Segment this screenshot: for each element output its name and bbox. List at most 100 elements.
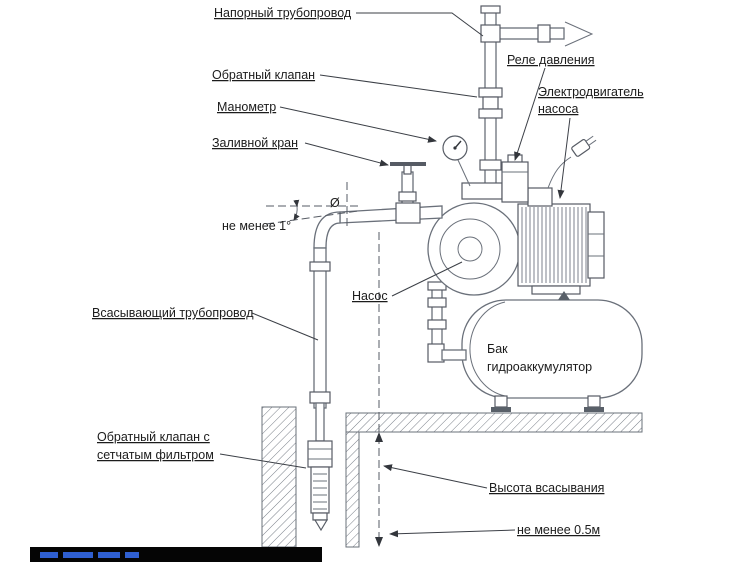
label-suction-pipe: Всасывающий трубопровод	[92, 306, 254, 320]
dimension-lines	[265, 182, 383, 547]
foot-valve-strainer	[307, 440, 333, 532]
well-pipe	[315, 402, 325, 442]
motor-fins	[521, 207, 587, 283]
suction-union-1	[309, 261, 331, 272]
label-min-angle: не менее 1°	[222, 219, 291, 233]
gauge-pivot	[453, 146, 457, 150]
diagram-labels: Напорный трубопровод Обратный клапан Ман…	[92, 6, 644, 537]
outlet-union	[537, 24, 551, 43]
dim-arrow-down	[375, 537, 383, 547]
angle-ref-sloped	[265, 210, 359, 225]
pipe-union-1	[427, 297, 447, 308]
valve-nut-top	[478, 87, 503, 98]
suction-pipe-vertical	[313, 247, 327, 409]
pressure-gauge	[442, 135, 471, 187]
label-check-valve: Обратный клапан	[212, 68, 315, 82]
ground-surface-band	[345, 412, 643, 433]
pump-top-elbow	[461, 182, 503, 200]
strip-background	[30, 547, 322, 562]
valve-body	[482, 96, 499, 110]
hydroaccumulator-tank	[461, 299, 643, 412]
diameter-symbol: Ø	[330, 196, 340, 210]
motor-mount-wedge	[558, 291, 570, 300]
pipe-union-2	[427, 319, 447, 330]
plug-body	[571, 139, 591, 157]
label-pump: Насос	[352, 289, 388, 303]
label-manometer: Манометр	[217, 100, 276, 114]
suction-line	[309, 162, 443, 442]
relay-body	[501, 161, 529, 203]
pump-cover	[439, 218, 501, 280]
leader-pump	[391, 261, 463, 297]
strainer-slots	[313, 473, 327, 510]
leader-suction-height	[383, 464, 488, 489]
filling-tap	[390, 162, 426, 224]
bottom-strip	[30, 547, 322, 562]
suction-elbow	[313, 211, 341, 249]
gauge-stem	[457, 159, 471, 187]
foot-valve-body	[307, 440, 333, 468]
flow-arrow-icon	[564, 21, 594, 47]
pipe-down	[431, 285, 443, 351]
label-min-depth: не менее 0.5м	[517, 523, 600, 537]
motor-end-cap	[587, 211, 605, 279]
label-suction-height: Высота всасывания	[489, 481, 604, 495]
leader-pressure-pipe	[356, 12, 484, 37]
pump-tank-pipe	[427, 281, 467, 363]
dim-arrow-up	[375, 432, 383, 442]
pressure-relay-box	[501, 154, 529, 203]
label-foot-valve-line1: Обратный клапан с	[97, 430, 210, 444]
leader-check-valve	[319, 74, 478, 98]
well-right-wall	[345, 431, 360, 548]
tank-body	[461, 299, 643, 399]
suction-pipe-horizontal	[339, 205, 443, 224]
outlet-pipe-horizontal	[495, 27, 565, 40]
leader-filling-tap	[304, 142, 389, 167]
label-tank-line2: гидроаккумулятор	[487, 360, 592, 374]
tank-pad-left	[491, 407, 511, 412]
pump-assembly	[427, 202, 521, 296]
strainer-tip	[313, 519, 329, 532]
tap-tee	[395, 202, 421, 224]
label-motor-line1: Электродвигатель	[538, 85, 644, 99]
label-pressure-relay: Реле давления	[507, 53, 595, 67]
ground-left-column	[261, 406, 297, 548]
pump-motor	[517, 135, 605, 300]
leader-suction-pipe	[251, 312, 319, 341]
power-plug-icon	[571, 135, 597, 157]
motor-terminal-box	[527, 187, 553, 207]
tank-seam	[469, 301, 506, 397]
label-tank-line1: Бак	[487, 342, 508, 356]
outlet-tee	[480, 24, 501, 43]
pipe-horizontal	[441, 349, 467, 361]
power-cord	[547, 156, 572, 189]
suction-union-2	[309, 391, 331, 404]
angle-arc	[293, 199, 300, 221]
plug-prong	[588, 139, 597, 146]
pump-hub	[457, 236, 483, 262]
plug-prong	[585, 135, 594, 142]
label-motor-line2: насоса	[538, 102, 578, 116]
leader-manometer	[279, 106, 437, 143]
check-valve	[478, 87, 503, 119]
leader-lines	[219, 12, 571, 538]
label-filling-tap: Заливной кран	[212, 136, 298, 150]
valve-nut-bottom	[478, 108, 503, 119]
pressure-pipeline	[461, 5, 594, 200]
motor-foot	[531, 285, 581, 295]
pipe-top-cap	[480, 5, 501, 14]
tank-pad-right	[584, 407, 604, 412]
pipe-union-lower	[479, 159, 502, 171]
leader-motor	[557, 117, 571, 199]
label-foot-valve-line2: сетчатым фильтром	[97, 448, 214, 462]
strainer-cap	[312, 512, 328, 521]
tank-foot-left	[494, 395, 508, 408]
label-pressure-pipe: Напорный трубопровод	[214, 6, 352, 20]
ground-section	[261, 406, 643, 548]
tank-foot-right	[587, 395, 601, 408]
leader-pressure-relay	[514, 67, 546, 161]
leader-min-depth	[389, 529, 516, 538]
leader-foot-valve	[219, 453, 307, 469]
